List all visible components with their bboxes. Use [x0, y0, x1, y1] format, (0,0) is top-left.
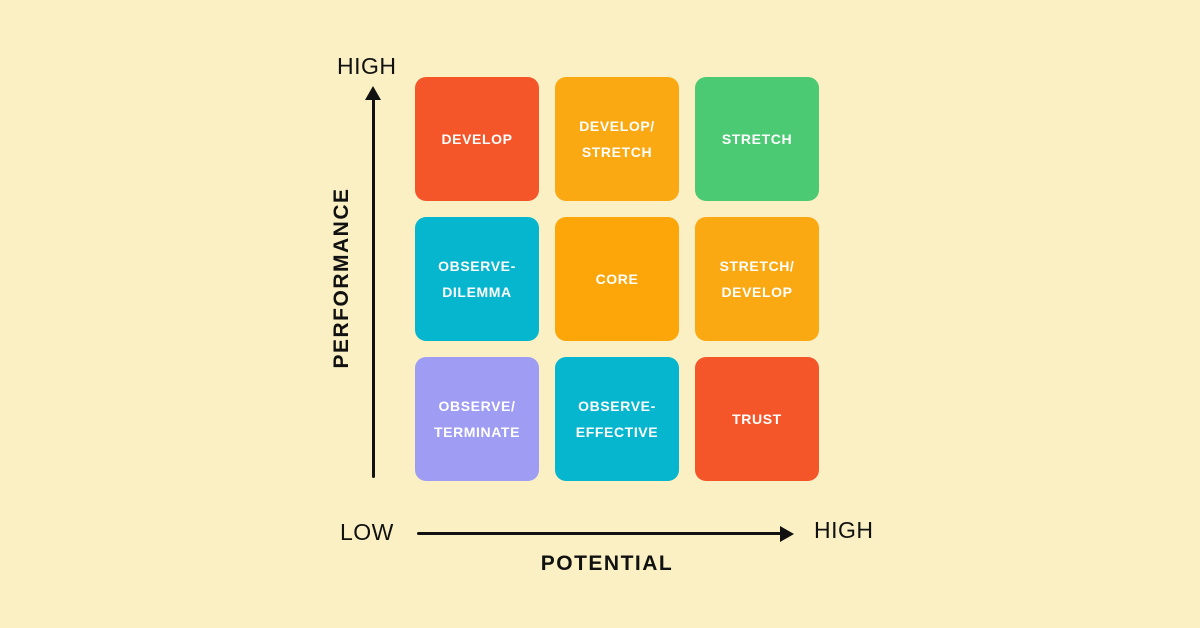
cell-observe-dilemma: OBSERVE- DILEMMA — [415, 217, 539, 341]
cell-develop-label: DEVELOP — [441, 131, 513, 147]
cell-trust-label: TRUST — [732, 411, 782, 427]
y-axis-high-label: HIGH — [337, 53, 397, 79]
y-axis-line — [372, 98, 375, 478]
cell-stretch-develop-label: STRETCH/ DEVELOP — [719, 258, 795, 300]
cell-observe-terminate: OBSERVE/ TERMINATE — [415, 357, 539, 481]
x-axis-line — [417, 532, 781, 535]
x-axis-title: POTENTIAL — [540, 552, 674, 575]
cell-observe-dilemma-label: OBSERVE- DILEMMA — [438, 258, 516, 300]
cell-develop-stretch-label: DEVELOP/ STRETCH — [579, 118, 655, 160]
cell-core-label: CORE — [595, 271, 639, 287]
y-axis-arrowhead-icon — [365, 86, 381, 100]
matrix-grid: DEVELOP DEVELOP/ STRETCH STRETCH OBSERVE… — [415, 77, 819, 481]
cell-trust: TRUST — [695, 357, 819, 481]
cell-stretch: STRETCH — [695, 77, 819, 201]
cell-stretch-label: STRETCH — [721, 131, 793, 147]
y-axis-title: PERFORMANCE — [330, 187, 353, 369]
x-axis-arrowhead-icon — [780, 525, 794, 542]
x-axis-high-label: HIGH — [814, 517, 874, 543]
cell-develop-stretch: DEVELOP/ STRETCH — [555, 77, 679, 201]
cell-core: CORE — [555, 217, 679, 341]
cell-stretch-develop: STRETCH/ DEVELOP — [695, 217, 819, 341]
cell-observe-effective: OBSERVE- EFFECTIVE — [555, 357, 679, 481]
x-axis-low-label: LOW — [340, 519, 394, 545]
cell-develop: DEVELOP — [415, 77, 539, 201]
cell-observe-terminate-label: OBSERVE/ TERMINATE — [433, 398, 521, 440]
cell-observe-effective-label: OBSERVE- EFFECTIVE — [575, 398, 659, 440]
